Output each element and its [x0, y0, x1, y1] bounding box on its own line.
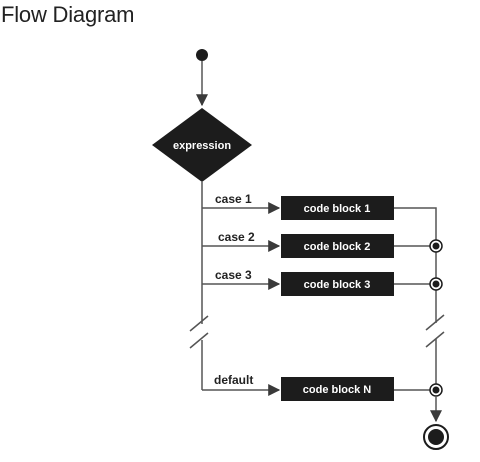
code-block-label: code block 1: [304, 203, 371, 215]
case-label: case 3: [215, 268, 252, 282]
merge-node: [429, 239, 443, 253]
code-block-node: code block N: [281, 377, 394, 401]
merge-break-mark: [425, 331, 445, 348]
start-node: [196, 49, 208, 61]
merge-node: [429, 383, 443, 397]
decision-node: expression: [152, 108, 252, 182]
code-block-label: code block N: [303, 384, 372, 396]
block-out-edge: [394, 207, 437, 246]
end-node: [423, 424, 449, 450]
code-block-label: code block 3: [304, 279, 371, 291]
case-label: default: [214, 373, 253, 387]
code-block-node: code block 2: [281, 234, 394, 258]
page-title: Flow Diagram: [1, 2, 135, 27]
merge-node: [429, 277, 443, 291]
code-block-node: code block 1: [281, 196, 394, 220]
case-label: case 1: [215, 192, 252, 206]
trunk-break-mark: [189, 315, 209, 332]
decision-label: expression: [173, 140, 231, 152]
code-block-node: code block 3: [281, 272, 394, 296]
code-block-label: code block 2: [304, 241, 371, 253]
case-label: case 2: [218, 230, 255, 244]
merge-break-mark: [425, 314, 445, 331]
trunk-break-mark: [189, 332, 209, 349]
